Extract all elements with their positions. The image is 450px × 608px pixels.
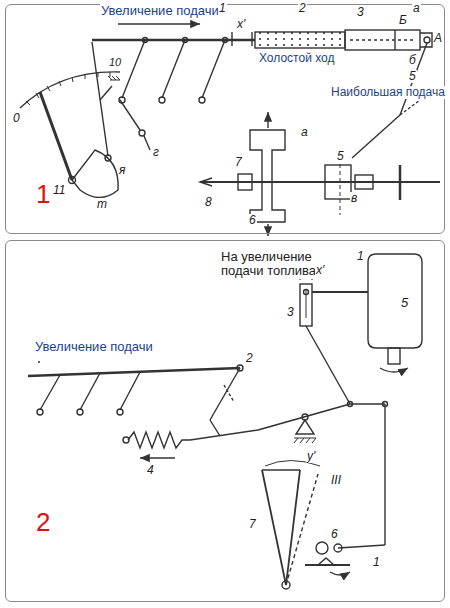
callout-number: 5: [400, 296, 409, 310]
callout-number: 7: [248, 518, 257, 531]
callout-number: Б: [398, 14, 408, 27]
annotation-text: На увеличение подачи топлива: [220, 250, 347, 279]
callout-number: х': [236, 18, 246, 31]
annotation-text: Наибольшая подача: [330, 86, 446, 99]
callout-number: я: [118, 164, 126, 177]
callout-number: 1: [218, 2, 227, 15]
callout-number: 5: [336, 150, 345, 163]
callout-number: а: [412, 2, 421, 15]
callout-number: m: [96, 198, 108, 211]
callout-number: г: [152, 146, 160, 159]
callout-number: III: [330, 474, 342, 487]
annotation-text: Увеличение подачи: [34, 340, 154, 354]
callout-number: 10: [108, 56, 122, 68]
callout-number: 8: [204, 196, 213, 209]
callout-number: в: [350, 192, 358, 205]
callout-number: 11: [52, 184, 66, 197]
callout-number: 7: [234, 156, 243, 169]
callout-number: 2: [245, 352, 254, 365]
annotation-text: Холостой ход: [258, 52, 335, 65]
callout-number: б: [408, 54, 417, 67]
callout-number: 0: [12, 112, 21, 125]
callout-number: 3: [356, 6, 365, 19]
callout-number: 6: [248, 214, 257, 227]
callout-number: 5: [408, 70, 417, 83]
callout-number: 6: [330, 528, 339, 541]
callout-number: 4: [146, 464, 155, 477]
callout-number: 2: [298, 2, 307, 15]
figure-panel: 2: [5, 240, 445, 602]
figure-number: 1: [36, 181, 50, 207]
callout-number: а: [300, 126, 309, 139]
annotation-text: Увеличение подачи: [100, 4, 220, 18]
figure-panel: 1: [5, 4, 445, 234]
callout-number: 1: [372, 556, 381, 569]
callout-number: х': [315, 264, 325, 277]
callout-number: 3: [286, 306, 295, 319]
figure-number: 2: [36, 509, 50, 535]
callout-number: 1: [356, 250, 365, 263]
callout-number: у': [306, 450, 316, 463]
callout-number: А: [433, 32, 443, 45]
